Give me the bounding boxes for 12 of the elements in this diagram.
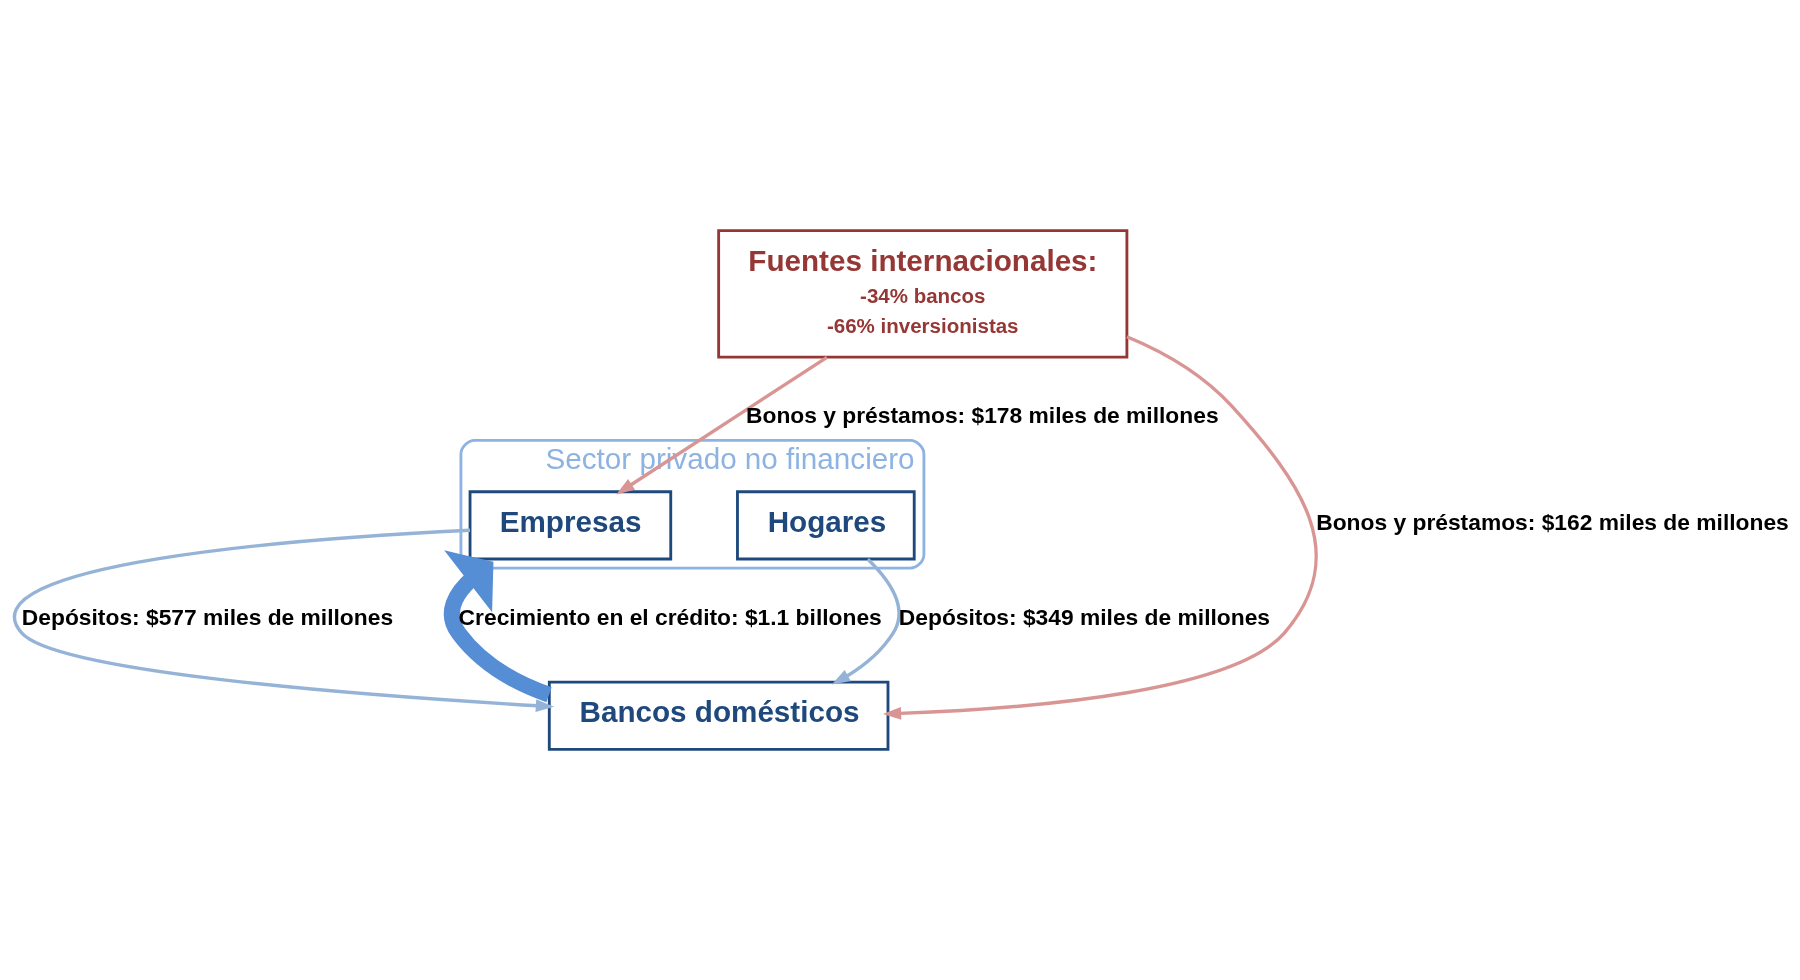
node-box: Bancos domésticos	[547, 680, 890, 751]
edge-label: Depósitos: $349 miles de millones	[898, 604, 1271, 631]
node-box: Empresas	[468, 490, 673, 561]
arrow	[616, 355, 828, 495]
arrow	[882, 335, 1318, 720]
edge-label: Depósitos: $577 miles de millones	[21, 604, 394, 631]
arrow	[831, 558, 901, 685]
node-box: Fuentes internacionales: -34% bancos -66% inversionistas	[717, 229, 1129, 359]
edge-label: Bonos y préstamos: $162 miles de millones	[1316, 508, 1789, 535]
node-box: Hogares	[736, 490, 916, 561]
arrow	[14, 528, 555, 713]
edge-label: Bonos y préstamos: $178 miles de millones	[746, 402, 1219, 429]
